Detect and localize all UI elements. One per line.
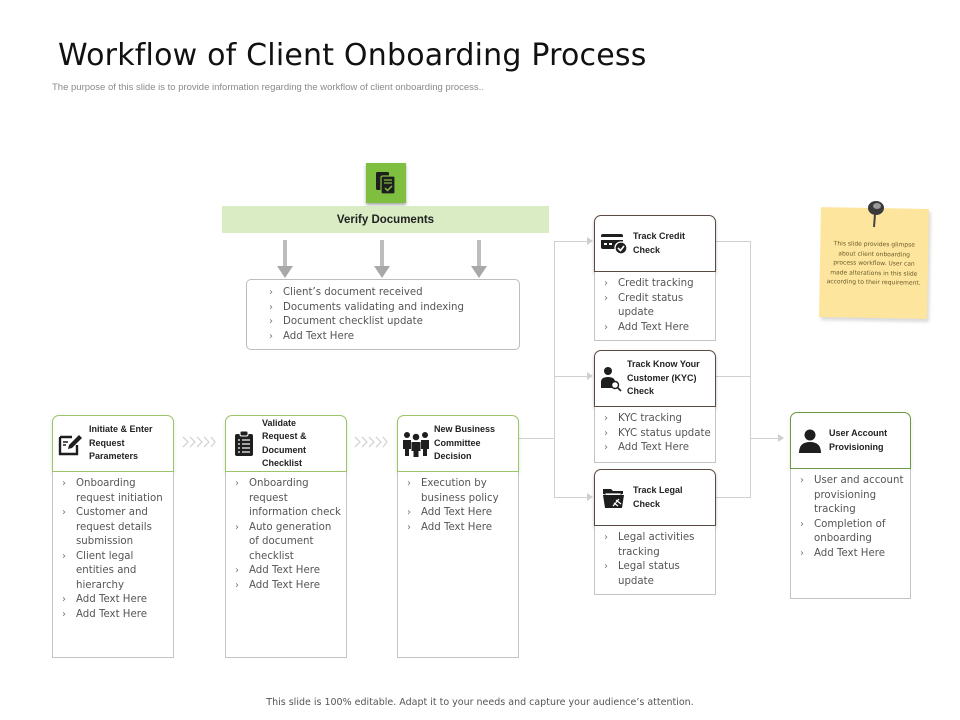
documents-check-icon (376, 172, 396, 195)
sticky-note-text: This slide provides glimpse about client… (826, 240, 921, 287)
list-item: Documents validating and indexing (269, 301, 519, 316)
card-header: Track Know Your Customer (KYC) Check (594, 350, 716, 407)
card-header: User Account Provisioning (790, 412, 911, 469)
check-card-kyc: Track Know Your Customer (KYC) Check KYC… (594, 350, 716, 463)
team-people-icon (403, 431, 429, 457)
down-arrow-icon (277, 240, 293, 278)
card-body: KYC tracking KYC status update Add Text … (594, 407, 716, 463)
arrow-head-icon (778, 434, 784, 442)
push-pin-icon (868, 201, 884, 228)
list-item: Onboarding request information check (235, 477, 342, 521)
card-header: Initiate & Enter Request Parameters (52, 415, 174, 472)
page-title: Workflow of Client Onboarding Process (58, 38, 647, 73)
connector-line (715, 376, 750, 377)
list-item: Legal status update (604, 560, 711, 589)
list-item: KYC tracking (604, 412, 711, 427)
check-card-legal: Track Legal Check Legal activities track… (594, 469, 716, 595)
connector-line (554, 376, 590, 377)
list-item: Add Text Here (407, 506, 514, 521)
list-item: Execution by business policy (407, 477, 514, 506)
list-item: Add Text Here (604, 321, 711, 336)
check-card-credit: Track Credit Check Credit tracking Credi… (594, 215, 716, 341)
connector-line (715, 497, 750, 498)
list-item: Legal activities tracking (604, 531, 711, 560)
verify-documents-banner: Verify Documents (222, 206, 549, 233)
list-item: Add Text Here (62, 593, 169, 608)
credit-card-check-icon (601, 233, 628, 255)
verify-documents-icon-tile (366, 163, 406, 203)
card-body: Legal activities tracking Legal status u… (594, 526, 716, 595)
card-body: User and account provisioning tracking C… (790, 469, 911, 599)
user-icon (799, 429, 821, 453)
list-item: Document checklist update (269, 315, 519, 330)
legal-folder-icon (603, 488, 624, 508)
down-arrow-icon (374, 240, 390, 278)
connector-line (518, 438, 554, 439)
arrow-head-icon (587, 372, 593, 380)
card-title: Track Know Your Customer (KYC) Check (627, 359, 700, 397)
list-item: Client legal entities and hierarchy (62, 550, 169, 594)
connector-line (750, 438, 780, 439)
card-header: Validate Request & Document Checklist (225, 415, 347, 472)
arrow-head-icon (587, 493, 593, 501)
card-body: Onboarding request information check Aut… (225, 472, 347, 658)
list-item: Add Text Here (62, 608, 169, 623)
card-header: Track Credit Check (594, 215, 716, 272)
clipboard-checklist-icon (235, 430, 253, 456)
card-header: Track Legal Check (594, 469, 716, 526)
card-title: Track Credit Check (633, 231, 686, 255)
connector-line (715, 241, 750, 242)
list-item: Credit status update (604, 292, 711, 321)
list-item: Add Text Here (235, 564, 342, 579)
card-title: Initiate & Enter Request Parameters (89, 424, 153, 462)
card-title: New Business Committee Decision (434, 424, 496, 462)
list-item: Client’s document received (269, 286, 519, 301)
card-title: Track Legal Check (633, 485, 683, 509)
card-title: User Account Provisioning (829, 428, 888, 452)
footer-note: This slide is 100% editable. Adapt it to… (266, 697, 694, 708)
arrow-head-icon (587, 237, 593, 245)
step-card-initiate: Initiate & Enter Request Parameters Onbo… (52, 415, 174, 658)
final-card-provisioning: User Account Provisioning User and accou… (790, 412, 911, 599)
list-item: Add Text Here (407, 521, 514, 536)
list-item: Completion of onboarding (800, 518, 906, 547)
connector-line (554, 241, 590, 242)
card-body: Onboarding request initiation Customer a… (52, 472, 174, 658)
verify-documents-list: Client’s document received Documents val… (246, 279, 520, 350)
list-item: Auto generation of document checklist (235, 521, 342, 565)
connector-line (750, 241, 751, 498)
card-body: Credit tracking Credit status update Add… (594, 272, 716, 341)
list-item: User and account provisioning tracking (800, 474, 906, 518)
list-item: KYC status update (604, 427, 711, 442)
card-title: Validate Request & Document Checklist (262, 417, 307, 469)
down-arrow-icon (471, 240, 487, 278)
list-item: Credit tracking (604, 277, 711, 292)
edit-form-icon (58, 434, 82, 455)
card-header: New Business Committee Decision (397, 415, 519, 472)
list-item: Customer and request details submission (62, 506, 169, 550)
connector-line (554, 241, 555, 497)
list-item: Onboarding request initiation (62, 477, 169, 506)
step-card-committee: New Business Committee Decision Executio… (397, 415, 519, 658)
connector-line (554, 497, 590, 498)
list-item: Add Text Here (269, 330, 519, 345)
chevrons-right-icon (354, 436, 388, 448)
step-card-validate: Validate Request & Document Checklist On… (225, 415, 347, 658)
card-body: Execution by business policy Add Text He… (397, 472, 519, 658)
user-search-icon (601, 366, 622, 392)
chevrons-right-icon (182, 436, 216, 448)
list-item: Add Text Here (235, 579, 342, 594)
page-subtitle: The purpose of this slide is to provide … (52, 82, 484, 93)
list-item: Add Text Here (604, 441, 711, 456)
list-item: Add Text Here (800, 547, 906, 562)
